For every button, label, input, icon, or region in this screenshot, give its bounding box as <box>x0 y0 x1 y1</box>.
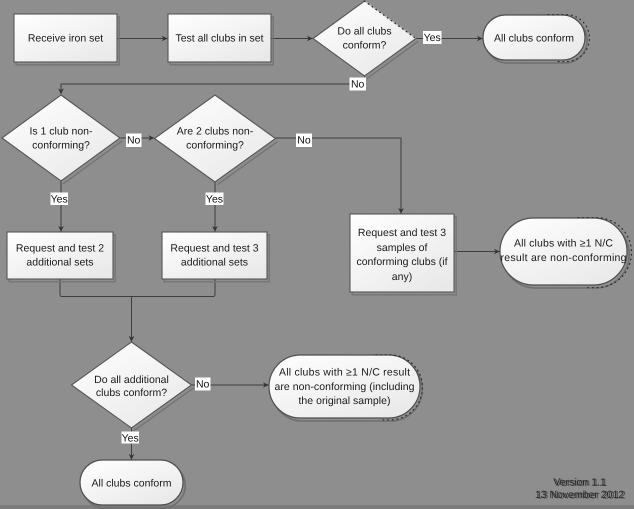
svg-text:Request and test 3: Request and test 3 <box>170 243 258 255</box>
svg-text:Yes: Yes <box>122 432 139 444</box>
svg-text:All clubs with ≥1 N/C: All clubs with ≥1 N/C <box>514 238 613 250</box>
svg-text:samples of: samples of <box>377 242 428 254</box>
svg-text:Request and test 2: Request and test 2 <box>16 243 104 255</box>
svg-text:No: No <box>297 135 311 147</box>
svg-text:Yes: Yes <box>51 194 68 206</box>
svg-text:13 November 2012: 13 November 2012 <box>535 489 624 501</box>
svg-text:conforming?: conforming? <box>32 140 90 152</box>
svg-text:All clubs with ≥1 N/C result: All clubs with ≥1 N/C result <box>279 367 410 379</box>
svg-text:Request and test 3: Request and test 3 <box>358 227 446 239</box>
svg-text:Is 1 club non-: Is 1 club non- <box>29 126 93 138</box>
svg-text:Yes: Yes <box>424 32 441 44</box>
svg-text:Are 2 clubs non-: Are 2 clubs non- <box>177 126 254 138</box>
svg-text:are non-conforming (including: are non-conforming (including <box>275 381 415 393</box>
svg-text:No: No <box>127 135 141 147</box>
svg-text:Version 1.1: Version 1.1 <box>553 477 606 489</box>
svg-text:conforming clubs (if: conforming clubs (if <box>356 256 447 268</box>
svg-text:result are non-conforming: result are non-conforming <box>501 252 627 264</box>
svg-text:Do all additional: Do all additional <box>94 374 169 386</box>
svg-text:additional sets: additional sets <box>181 256 248 268</box>
svg-text:Yes: Yes <box>206 194 223 206</box>
svg-text:Do all clubs: Do all clubs <box>337 26 391 38</box>
svg-text:No: No <box>351 79 365 91</box>
svg-text:All clubs conform: All clubs conform <box>92 478 172 490</box>
svg-text:No: No <box>196 379 210 391</box>
svg-text:Receive iron set: Receive iron set <box>28 33 103 45</box>
svg-text:any): any) <box>392 271 412 283</box>
svg-text:conforming?: conforming? <box>186 140 244 152</box>
svg-text:conform?: conform? <box>343 40 387 52</box>
svg-text:the original sample): the original sample) <box>299 395 391 407</box>
svg-text:additional sets: additional sets <box>26 256 93 268</box>
svg-text:Test all clubs in set: Test all clubs in set <box>175 33 263 45</box>
svg-text:clubs conform?: clubs conform? <box>96 387 167 399</box>
svg-text:All clubs conform: All clubs conform <box>494 33 574 45</box>
